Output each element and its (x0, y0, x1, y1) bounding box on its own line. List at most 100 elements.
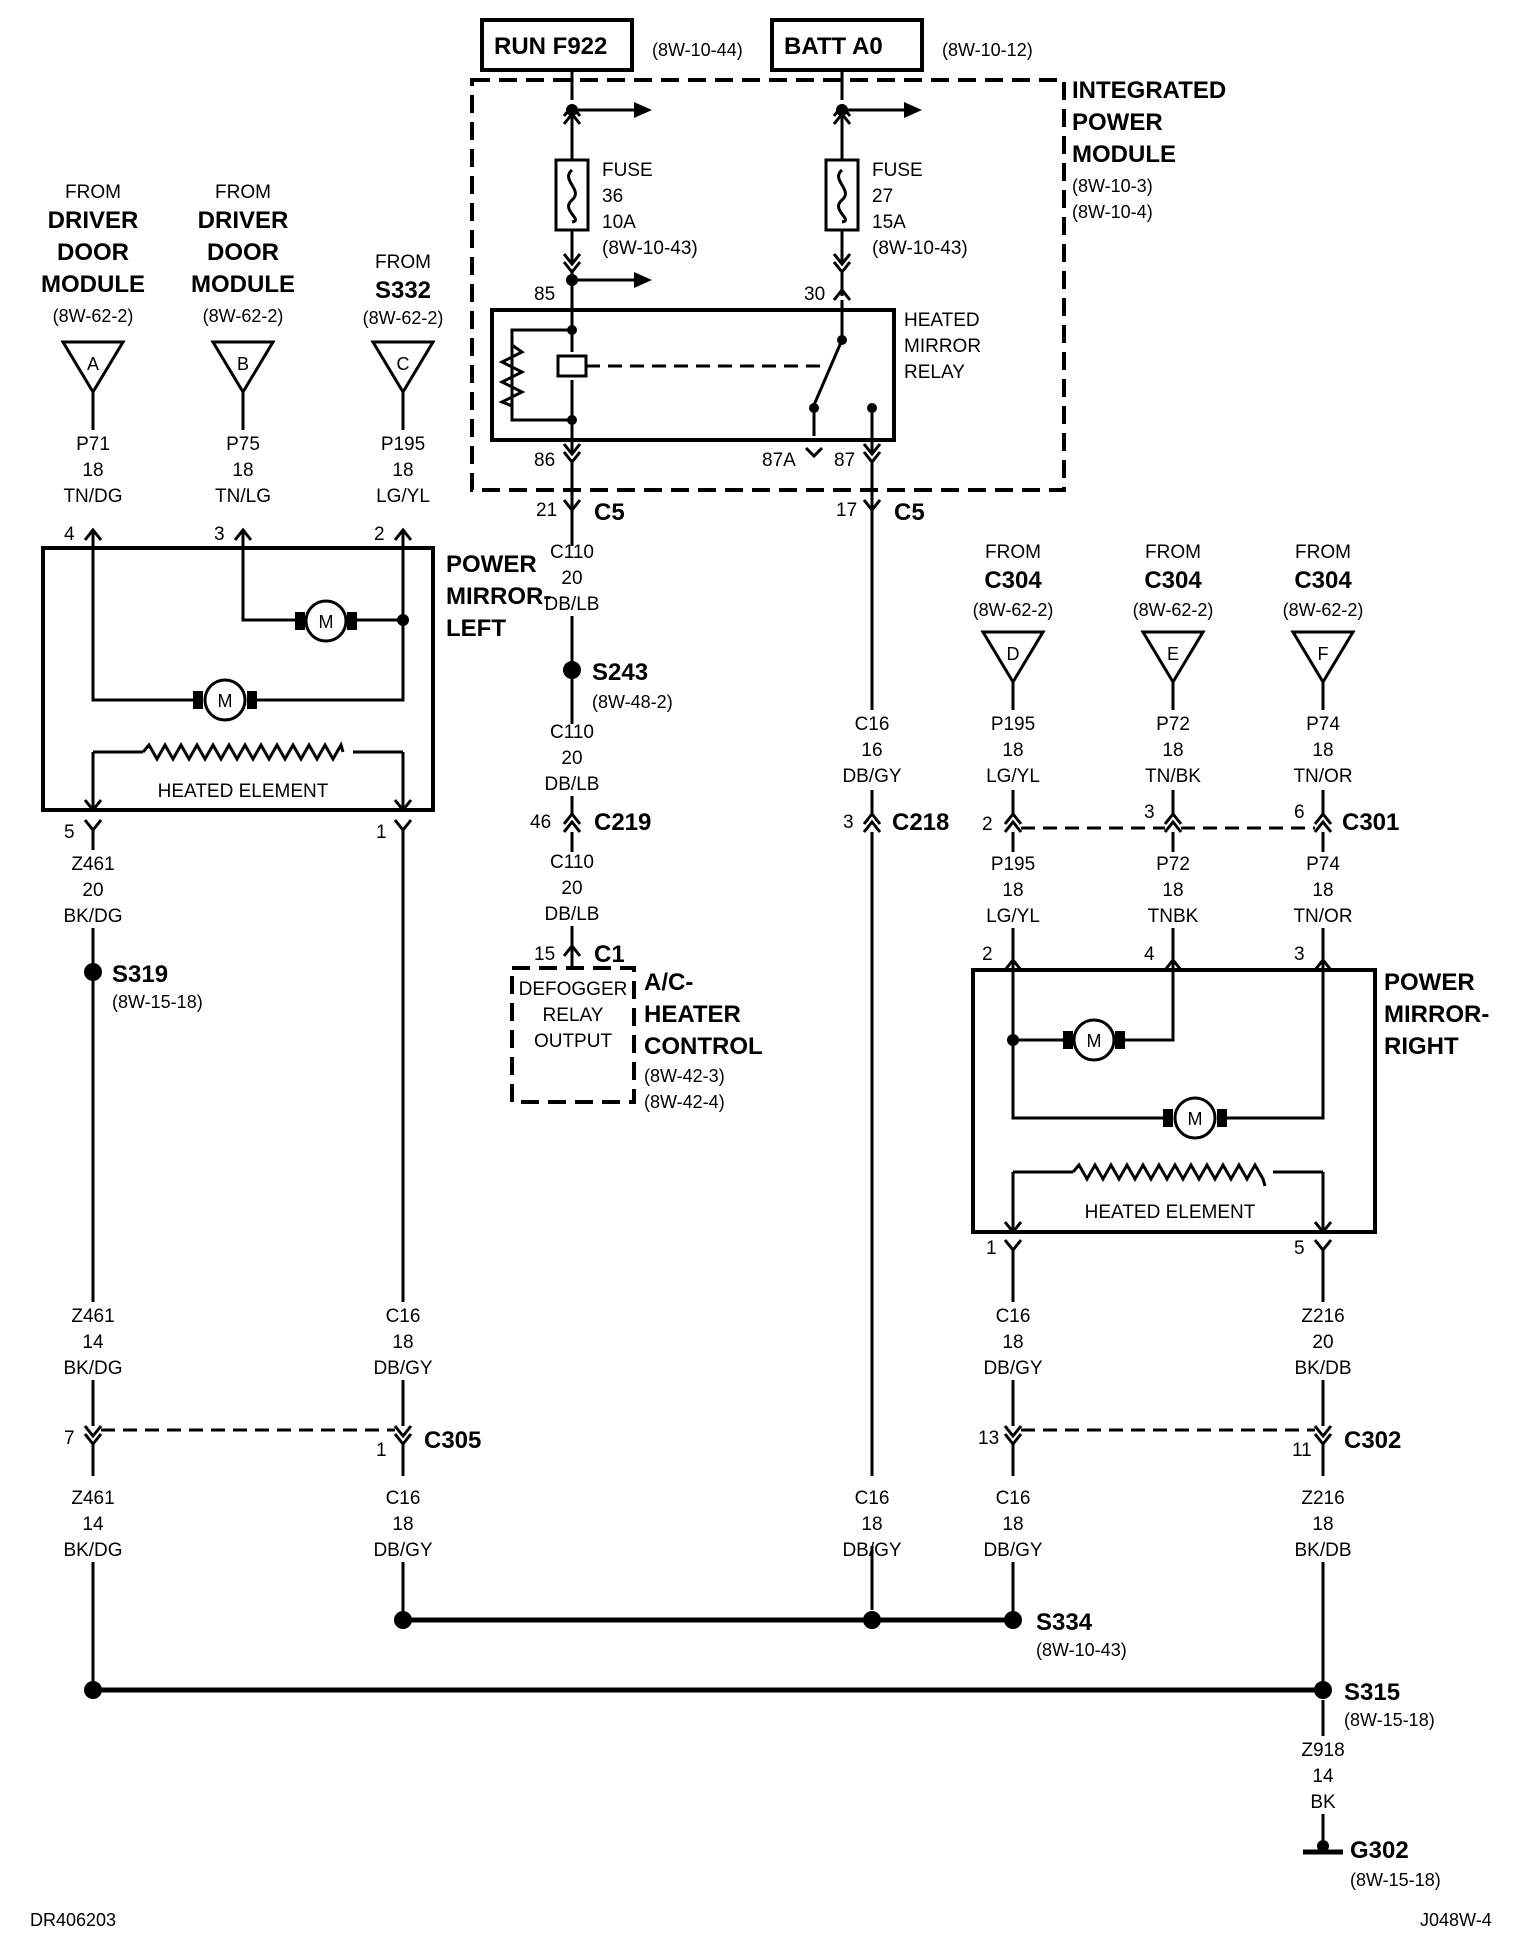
connector-d-triangle (980, 630, 1046, 685)
wire-c16f-color: DB/GY (983, 1540, 1042, 1561)
wire-c16f-circuit: C16 (996, 1488, 1031, 1509)
connector-a-letter: A (87, 354, 99, 374)
wire-c16d-color: DB/GY (373, 1540, 432, 1561)
fuse-27-ref: (8W-10-43) (872, 238, 968, 259)
wire-z918-gauge: 14 (1312, 1766, 1334, 1787)
source-e-ref: (8W-62-2) (1133, 600, 1214, 620)
fuse-27-rating: 15A (872, 212, 906, 233)
pin-3-c218: 3 (843, 812, 854, 833)
right-source-wires (1011, 682, 1325, 960)
fuse-36-ref: (8W-10-43) (602, 238, 698, 259)
connector-c5-right: C5 (894, 499, 925, 526)
relay-pin-87a: 87A (762, 450, 796, 471)
wire-z461a-color: BK/DG (63, 906, 122, 927)
wire-c16c-gauge: 18 (1002, 1332, 1023, 1353)
wire-p72c-color: TNBK (1148, 906, 1199, 927)
left-mirror-out-connectors (83, 819, 413, 833)
left-mirror-pin-2: 2 (374, 524, 385, 545)
left-mirror-pin-5: 5 (64, 822, 75, 843)
connector-c219: C219 (594, 809, 651, 836)
wire-p74c-gauge: 18 (1312, 880, 1333, 901)
source-b-from: FROM (215, 182, 271, 203)
relay-label-1: HEATED (904, 310, 980, 331)
source-d-name: C304 (984, 567, 1042, 594)
wire-c16e-circuit: C16 (855, 1488, 890, 1509)
ac-heater-title-2: HEATER (644, 1001, 741, 1028)
source-e-from: FROM (1145, 542, 1201, 563)
left-mirror-title-3: LEFT (446, 615, 506, 642)
wire-p75-gauge: 18 (232, 460, 253, 481)
wire-p75-color: TN/LG (215, 486, 271, 507)
wire-c16b-circuit: C16 (386, 1306, 421, 1327)
source-b-ref: (8W-62-2) (203, 306, 284, 326)
defogger-box-line-3: OUTPUT (534, 1031, 613, 1052)
left-mirror-title-2: MIRROR- (446, 583, 551, 610)
wire-p74b-circuit: P74 (1306, 714, 1340, 735)
wire-z461a-gauge: 20 (82, 880, 103, 901)
connector-e-triangle (1140, 630, 1206, 685)
wire-p71-circuit: P71 (76, 434, 110, 455)
c302-pin-11: 11 (1292, 1440, 1312, 1461)
wire-p195-circuit: P195 (381, 434, 425, 455)
fuse-36-number: 36 (602, 186, 623, 207)
ac-heater-ref-1: (8W-42-3) (644, 1066, 725, 1086)
wire-c16a-circuit: C16 (855, 714, 890, 735)
splice-s334-name: S334 (1036, 1609, 1093, 1636)
c301-pin-2: 2 (982, 814, 993, 835)
wire-c16d-gauge: 18 (392, 1514, 413, 1535)
wire-p71-gauge: 18 (82, 460, 103, 481)
wire-c16e-gauge: 18 (861, 1514, 882, 1535)
s315-bus-node-left (84, 1681, 102, 1699)
pin-15: 15 (534, 944, 555, 965)
connector-wires (91, 1380, 1325, 1476)
relay-label-3: RELAY (904, 362, 965, 383)
source-f-ref: (8W-62-2) (1283, 600, 1364, 620)
connector-d-letter: D (1007, 644, 1020, 664)
wire-z918-color: BK (1310, 1792, 1336, 1813)
connector-c218: C218 (892, 809, 949, 836)
wire-z461b-color: BK/DG (63, 1358, 122, 1379)
left-mirror-title-1: POWER (446, 551, 537, 578)
ground-g302-icon (1303, 1840, 1343, 1855)
wire-c16c-color: DB/GY (983, 1358, 1042, 1379)
wire-p195b-color: LG/YL (986, 766, 1040, 787)
ac-heater-ref-2: (8W-42-4) (644, 1092, 725, 1112)
batt-source-box (770, 18, 924, 72)
wire-c110a-circuit: C110 (550, 542, 594, 563)
left-motor-top-label: M (319, 612, 334, 632)
ipm-title-3: MODULE (1072, 141, 1176, 168)
c305-pin-1: 1 (376, 1440, 387, 1461)
c219-connector (562, 811, 582, 833)
connector-e-letter: E (1167, 644, 1179, 664)
source-e-name: C304 (1144, 567, 1202, 594)
connector-b-triangle (210, 340, 276, 395)
batt-source-label: BATT A0 (784, 33, 883, 60)
wire-z461b-circuit: Z461 (71, 1306, 114, 1327)
wire-c110a-color: DB/LB (545, 594, 600, 615)
right-mirror-pin-1: 1 (986, 1238, 997, 1259)
ipm-title-2: POWER (1072, 109, 1163, 136)
left-motor-bottom-label: M (218, 691, 233, 711)
run-source-label: RUN F922 (494, 33, 607, 60)
source-a-from: FROM (65, 182, 121, 203)
wire-c16a-color: DB/GY (842, 766, 901, 787)
connector-c5-left: C5 (594, 499, 625, 526)
wire-z216b-gauge: 18 (1312, 1514, 1333, 1535)
s334-bus-node-left (394, 1611, 412, 1629)
source-b-name-3: MODULE (191, 271, 295, 298)
relay-coil-and-switch (498, 300, 882, 486)
power-mirror-left-box (41, 546, 435, 812)
right-mirror-title-2: MIRROR- (1384, 1001, 1489, 1028)
wire-p195b-gauge: 18 (1002, 740, 1023, 761)
source-c-ref: (8W-62-2) (363, 308, 444, 328)
wire-p195c-color: LG/YL (986, 906, 1040, 927)
left-mirror-pin-3: 3 (214, 524, 225, 545)
source-a-ref: (8W-62-2) (53, 306, 134, 326)
wire-p75-circuit: P75 (226, 434, 260, 455)
wire-p195c-circuit: P195 (991, 854, 1035, 875)
s334-bus-node-mid (863, 1611, 881, 1629)
fuse-36-label: FUSE (602, 160, 653, 181)
pin-46: 46 (530, 812, 551, 833)
c301-pin-3: 3 (1144, 802, 1155, 823)
